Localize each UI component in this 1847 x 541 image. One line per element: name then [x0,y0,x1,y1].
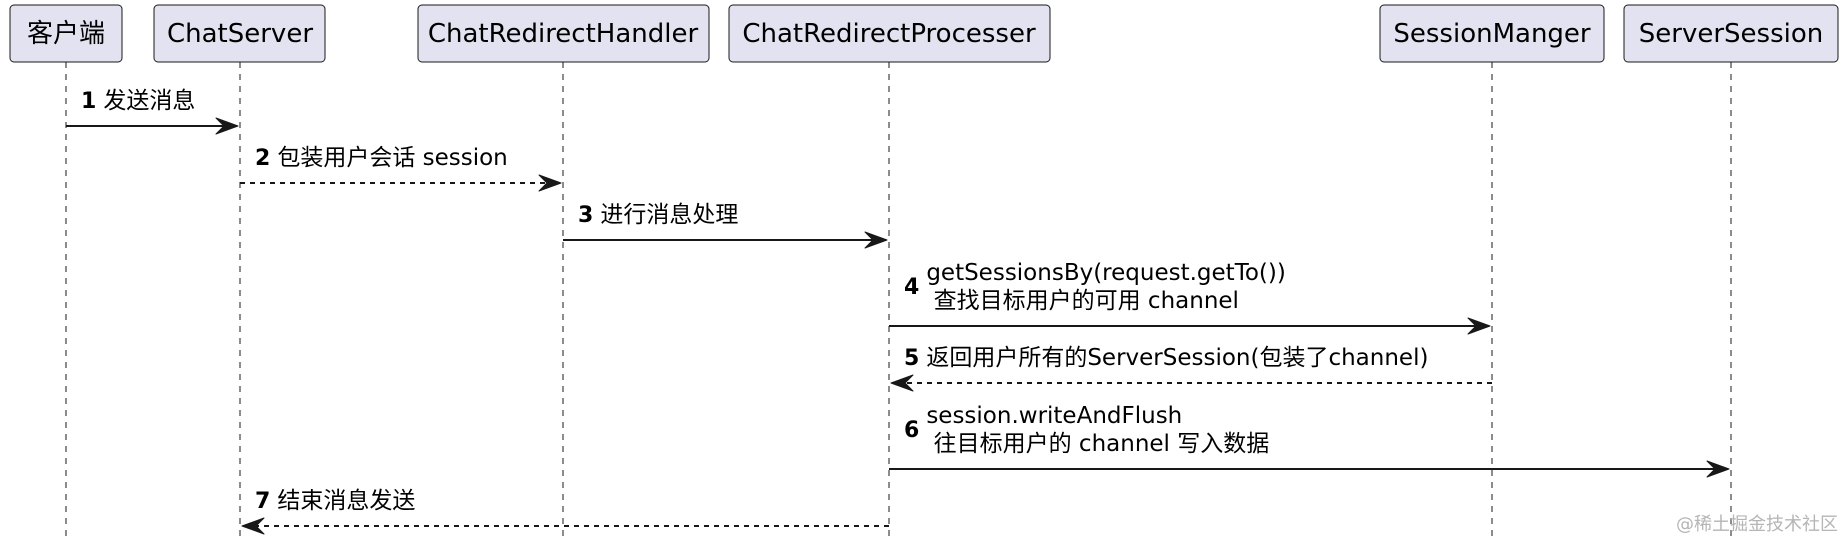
message-1: 1 发送消息 [66,88,239,135]
participant-box-serversession [1623,4,1839,63]
message-number: 5 [904,346,919,371]
participant-label--: 客户端 [27,19,105,49]
message-2: 2 包装用户会话 session [240,145,562,192]
message-6: 6 session.writeAndFlush 往目标用户的 channel 写入… [889,403,1730,478]
participant-box-sessionmanger [1379,4,1605,63]
messages: 1 发送消息 2 包装用户会话 session 3 进行消息处理 4 getSessionsB… [66,88,1730,535]
message-number: 2 [255,146,270,171]
message-5: 5 返回用户所有的ServerSession(包装了channel) [890,345,1492,392]
message-7: 7 结束消息发送 [241,488,889,535]
arrowhead-icon [538,174,562,192]
message-number: 4 [904,275,919,300]
message-number: 7 [255,489,270,514]
participant-box-chatredirecthandler [417,4,710,63]
message-number: 3 [578,203,593,228]
participant-box-chatserver [153,4,326,63]
participant-label-serversession: ServerSession [1639,19,1823,49]
message-label-line: 结束消息发送 [277,488,415,514]
participant-label-chatserver: ChatServer [167,19,313,49]
arrowhead-icon [1467,317,1491,335]
participant-label-chatredirecthandler: ChatRedirectHandler [428,19,699,49]
arrowhead-icon [890,374,914,392]
participant-label-chatredirectprocesser: ChatRedirectProcesser [742,19,1036,49]
arrowhead-icon [241,517,265,535]
participants: 客户端 ChatServer ChatRedirectHandler ChatRedi… [9,4,1839,63]
lifelines [65,62,1732,541]
message-label-line: 包装用户会话 session [277,145,507,171]
message-label-line: 进行消息处理 [600,202,738,228]
watermark-text: @稀土掘金技术社区 [1676,514,1838,535]
message-label-line: 往目标用户的 channel 写入数据 [926,431,1269,457]
message-3: 3 进行消息处理 [563,202,888,249]
message-label-line: session.writeAndFlush [926,403,1182,429]
message-label-line: getSessionsBy(request.getTo()) [926,260,1286,286]
message-label-line: 返回用户所有的ServerSession(包装了channel) [926,345,1428,371]
arrowhead-icon [1706,460,1730,478]
message-4: 4 getSessionsBy(request.getTo()) 查找目标用户的可… [889,260,1491,335]
participant-label-sessionmanger: SessionManger [1393,19,1591,49]
arrowhead-icon [215,117,239,135]
participant-box-- [9,4,123,63]
arrowhead-icon [864,231,888,249]
participant-box-chatredirectprocesser [728,4,1051,63]
message-label-line: 发送消息 [103,88,195,114]
message-number: 6 [904,418,919,443]
message-number: 1 [81,89,96,114]
message-label-line: 查找目标用户的可用 channel [926,288,1239,314]
